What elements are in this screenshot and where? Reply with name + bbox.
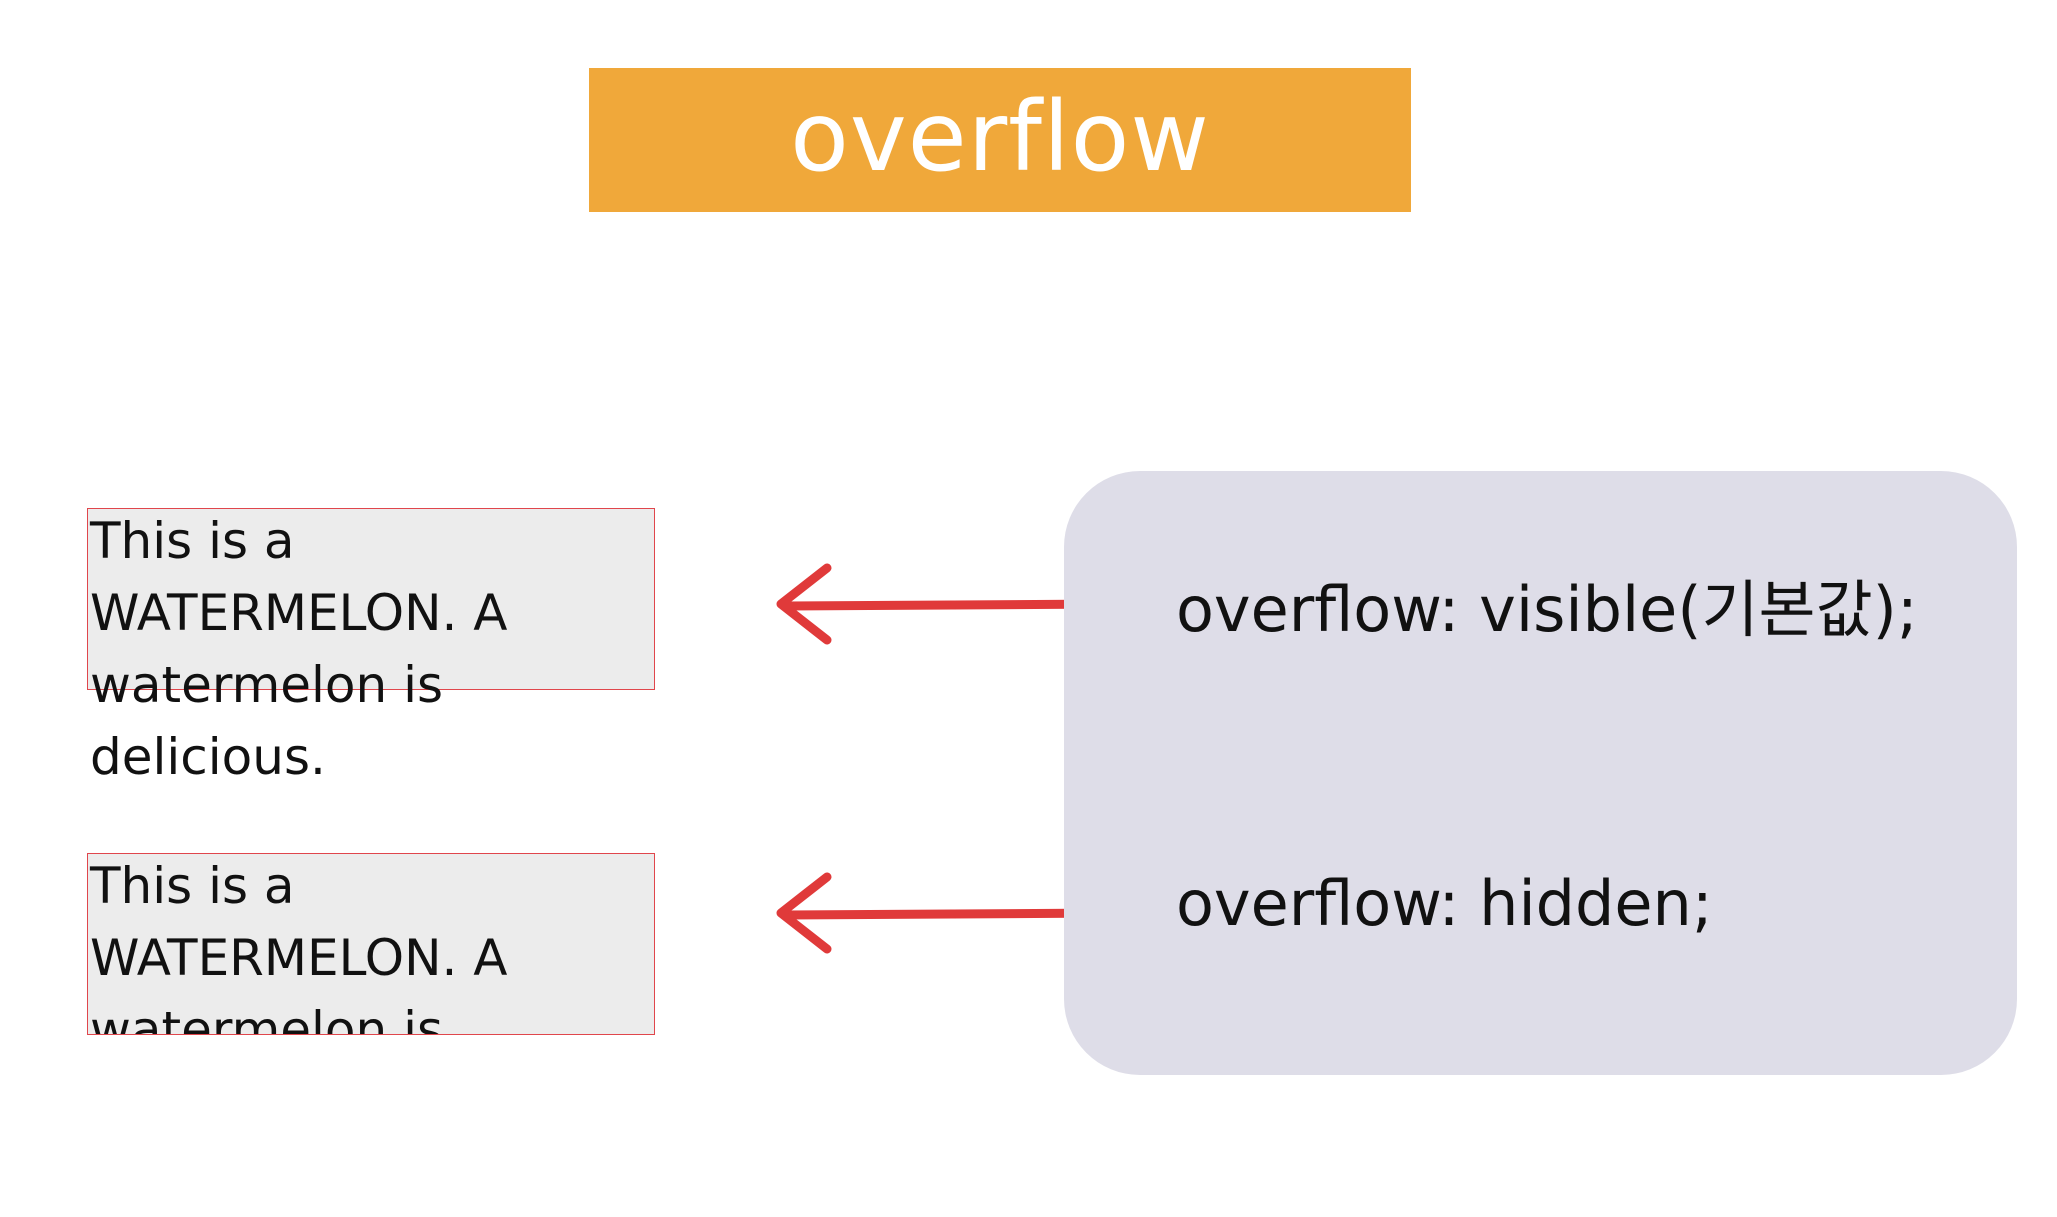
left-arrow-icon [776,563,1115,645]
code-panel: overflow: visible(기본값); overflow: hidden… [1064,471,2017,1075]
code-line-overflow-hidden: overflow: hidden; [1176,867,1713,940]
left-arrow-icon [776,872,1115,954]
code-line-overflow-visible: overflow: visible(기본값); [1176,573,1918,646]
demo-text-visible: This is a WATERMELON. A watermelon is de… [90,512,508,786]
overflow-visible-demo-box: This is a WATERMELON. A watermelon is de… [87,508,655,786]
overflow-hidden-demo-box: This is a WATERMELON. A watermelon is de… [87,853,655,1035]
page-title: overflow [790,81,1210,193]
demo-text-hidden: This is a WATERMELON. A watermelon is de… [90,857,508,1035]
title-banner: overflow [589,68,1411,212]
